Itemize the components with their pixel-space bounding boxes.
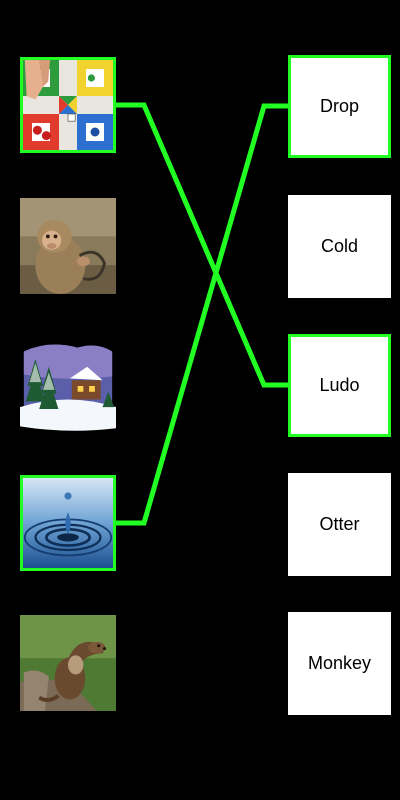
picture-card-monkey[interactable]	[20, 198, 116, 294]
word-card-monkey[interactable]: Monkey	[288, 612, 391, 715]
connection-line-drop	[116, 103, 288, 526]
ludo-board-icon	[23, 60, 113, 150]
picture-card-water-drop[interactable]	[20, 475, 116, 571]
snowy-cabin-icon	[20, 338, 116, 434]
otter-icon	[20, 615, 116, 711]
word-card-ludo[interactable]: Ludo	[288, 334, 391, 437]
monkey-icon	[20, 198, 116, 294]
picture-card-ludo[interactable]	[20, 57, 116, 153]
picture-card-snowy-cabin[interactable]	[20, 338, 116, 434]
word-card-cold[interactable]: Cold	[288, 195, 391, 298]
connection-line-ludo	[116, 102, 288, 388]
word-card-drop[interactable]: Drop	[288, 55, 391, 158]
water-drop-icon	[23, 478, 113, 568]
picture-card-otter[interactable]	[20, 615, 116, 711]
word-card-otter[interactable]: Otter	[288, 473, 391, 576]
